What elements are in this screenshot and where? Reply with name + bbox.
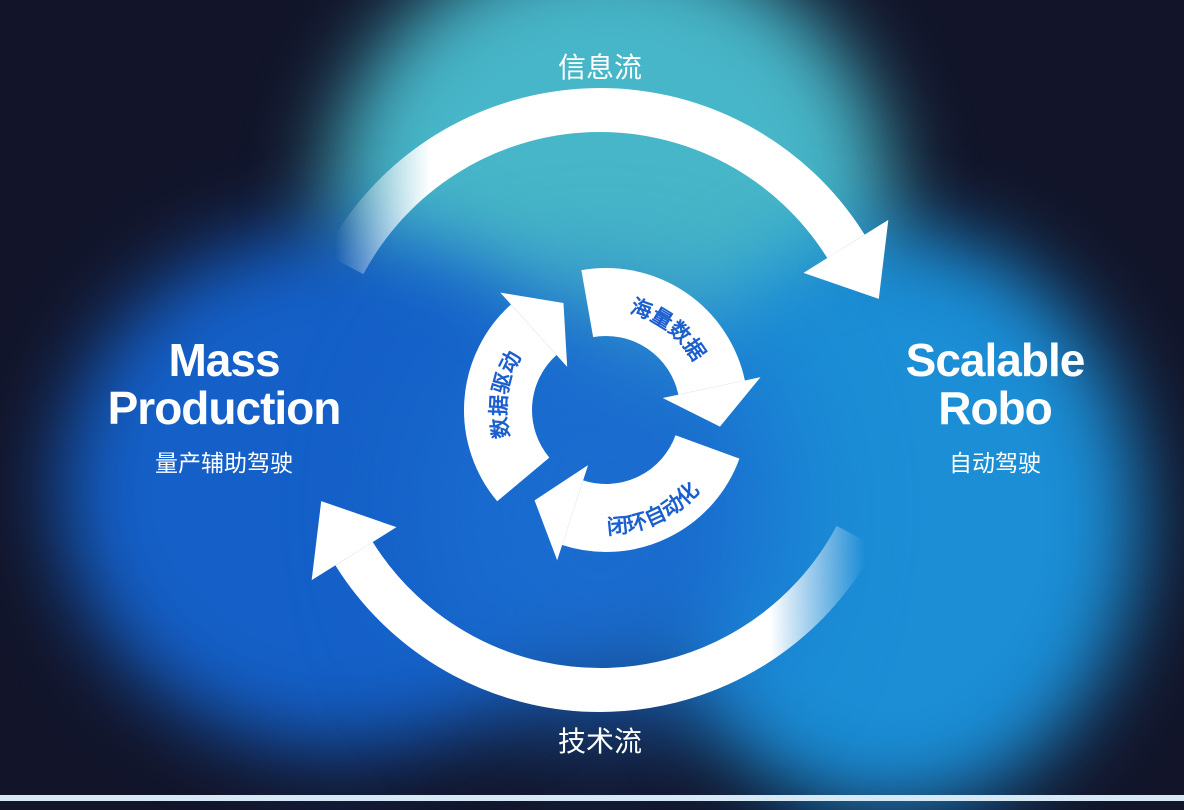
mass-production-subtitle: 量产辅助驾驶 [154,451,293,477]
cycle-segment-top [581,268,745,396]
information-flow-arrowhead [803,219,889,299]
scalable-robo-subtitle: 自动驾驶 [949,451,1041,477]
scalable-robo-title-line1: Scalable [905,334,1086,386]
scalable-robo-title-line2: Robo [938,382,1053,434]
cycle-arrowhead-bottom [534,465,589,561]
mass-production-block: Mass Production 量产辅助驾驶 [107,334,342,478]
mass-production-title-line1: Mass [168,334,280,386]
scalable-robo-block: Scalable Robo 自动驾驶 [905,334,1086,478]
information-flow-label: 信息流 [557,51,643,84]
bottom-strip [0,795,1184,801]
technology-flow-label: 技术流 [557,725,643,758]
inner-cycle [464,268,761,561]
technology-flow-arrow [335,525,876,712]
cycle-segment-left [464,304,558,502]
information-flow-arrow [324,88,865,275]
cycle-arrowhead-left [500,292,568,367]
cycle-arrowhead-top [662,377,761,427]
cycle-segment-bottom [562,434,740,552]
mass-production-title-line2: Production [107,382,342,434]
technology-flow-arrowhead [311,501,397,581]
